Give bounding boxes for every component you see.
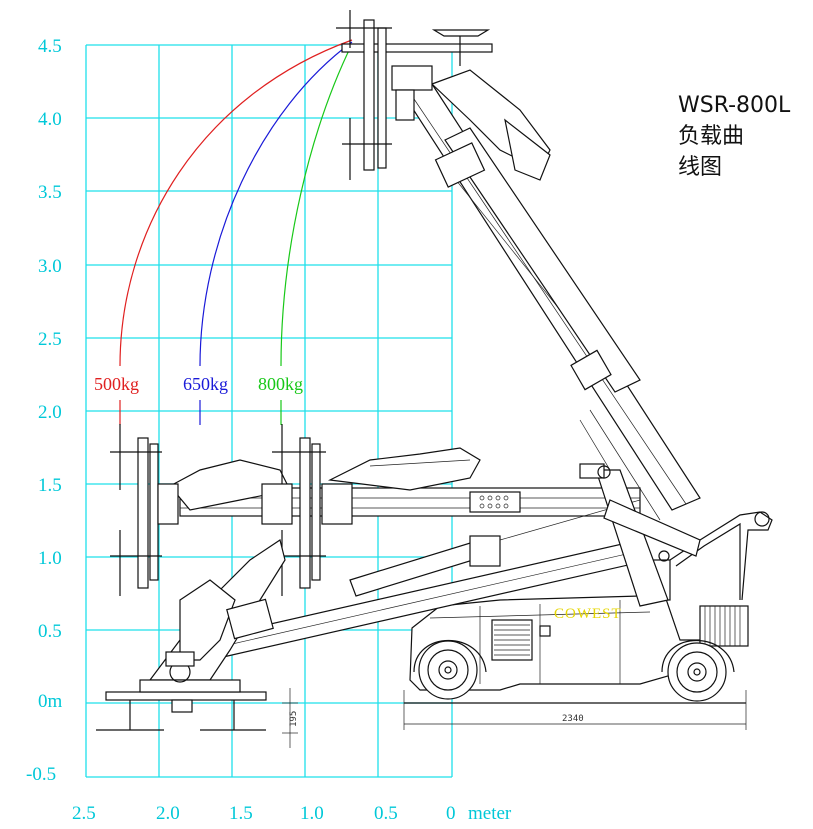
x-tick-label: 2.5 — [72, 803, 96, 824]
y-tick-label: 4.5 — [38, 36, 62, 57]
y-tick-label: 0.5 — [38, 621, 62, 642]
suction-height-value: 195 — [289, 711, 299, 727]
wheelbase-value: 2340 — [562, 714, 584, 724]
x-tick-label: 1.0 — [300, 803, 324, 824]
y-tick-label: 0m — [38, 691, 63, 712]
y-axis-labels: 4.5 4.0 3.5 3.0 2.5 2.0 1.5 1.0 0.5 0m -… — [26, 36, 63, 785]
grid — [85, 44, 453, 778]
y-tick-label: 4.0 — [38, 109, 62, 130]
brand-logo-text: COWEST — [554, 606, 622, 622]
boom-raised — [336, 10, 701, 521]
boom-horizontal — [110, 424, 641, 596]
load-curves: 500kg 650kg 800kg — [94, 39, 353, 425]
title-line2: 负载曲 — [678, 124, 744, 149]
load-label-800kg: 800kg — [258, 374, 303, 394]
y-tick-label: -0.5 — [26, 764, 56, 785]
y-tick-label: 3.0 — [38, 256, 62, 277]
lift-column — [579, 463, 701, 607]
y-tick-label: 2.0 — [38, 402, 62, 423]
x-axis-labels: 2.5 2.0 1.5 1.0 0.5 0 meter — [72, 803, 512, 824]
load-label-500kg: 500kg — [94, 374, 139, 394]
suction-height-dimension: 195 — [282, 688, 299, 748]
y-tick-label: 1.5 — [38, 475, 62, 496]
machine-drawing: COWEST 2340 — [96, 10, 773, 748]
load-label-650kg: 650kg — [183, 374, 228, 394]
front-wheel — [413, 640, 487, 700]
title-model: WSR-800L — [678, 93, 791, 118]
chart-title: WSR-800L 负载曲 线图 — [678, 93, 791, 180]
x-tick-label: 0.5 — [374, 803, 398, 824]
load-curve-650kg — [199, 41, 353, 367]
load-curve-500kg — [119, 39, 353, 367]
x-axis-unit: meter — [468, 803, 512, 824]
x-tick-label: 2.0 — [156, 803, 180, 824]
load-curve-800kg — [280, 43, 353, 367]
y-tick-label: 3.5 — [38, 182, 62, 203]
x-tick-label: 1.5 — [229, 803, 253, 824]
y-tick-label: 2.5 — [38, 329, 62, 350]
y-tick-label: 1.0 — [38, 548, 62, 569]
title-line3: 线图 — [678, 155, 722, 180]
boom-lowered — [96, 499, 651, 731]
rear-wheel — [661, 640, 735, 702]
x-tick-label: 0 — [446, 803, 456, 824]
wheelbase-dimension: 2340 — [403, 690, 747, 730]
